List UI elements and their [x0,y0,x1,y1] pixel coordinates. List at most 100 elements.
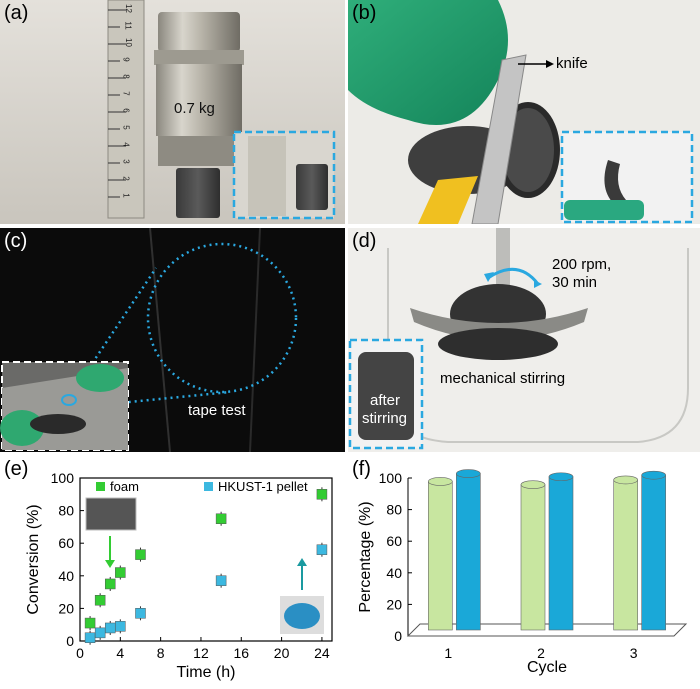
bar-top [641,470,666,480]
foam-arrow-head [105,560,115,568]
data-point [316,489,328,500]
bar-top [456,469,481,478]
panel-a-label: (a) [4,2,29,24]
y-tick-label: 100 [379,470,403,486]
x-tick-label: 3 [630,645,638,661]
panel-c-photo [0,228,345,452]
y-tick-label: 80 [58,503,74,519]
panel-d-photo [348,228,700,452]
stirring-label: mechanical stirring [440,370,566,387]
y-tick-label: 60 [58,535,74,551]
panel-c-label: (c) [4,230,28,252]
x-tick-label: 4 [116,645,124,661]
bar [520,484,546,631]
y-tick-label: 20 [386,596,402,612]
bar [456,473,481,631]
ruler-number: 3 [121,159,131,164]
bar-top [548,472,574,482]
bar-top [613,475,638,485]
data-point [94,627,106,639]
y-tick-label: 100 [51,470,75,486]
tape-test-label: tape test [188,402,246,419]
bar [548,476,574,631]
speed-label-line2: 30 min [552,274,598,291]
data-point [135,549,146,560]
y-axis-label: Percentage (%) [357,501,374,612]
data-point [94,595,106,606]
data-point [135,608,146,619]
panel-b: (b) knife [348,0,700,224]
x-tick-label: 12 [193,645,209,661]
weight-label: 0.7 kg [174,100,215,117]
y-axis-label: Conversion (%) [25,504,42,614]
x-tick-label: 8 [157,645,165,661]
panel-e-label: (e) [4,458,29,480]
pellet-arrow-head [297,558,307,566]
ruler-numbers: 12 11 10 9 8 7 6 5 4 3 2 1 [121,4,140,214]
bar [641,474,666,631]
data-point [215,513,227,524]
legend-label: foam [110,479,139,494]
x-axis-label: Time (h) [177,664,236,681]
ruler-number: 6 [121,108,131,113]
x-axis-label: Cycle [527,659,567,676]
foam-photo [85,497,137,531]
legend-marker [96,482,105,491]
data-point [104,622,116,634]
data-point [84,632,96,643]
y-tick-label: 0 [394,628,402,644]
legend-label: HKUST-1 pellet [218,479,308,494]
data-point [104,578,116,590]
ruler-number: 11 [123,21,133,30]
ruler-number: 8 [121,74,131,79]
ruler-number: 4 [121,142,131,147]
data-point [115,567,126,578]
panel-b-photo [348,0,700,224]
plot-frame [79,477,333,642]
pellet-disc [284,603,320,629]
legend-marker [204,482,213,491]
panel-f-label: (f) [352,458,371,480]
knife-label: knife [556,55,588,72]
speed-label-line1: 200 rpm, [552,256,612,273]
after-stirring-line1: after [370,392,401,409]
panel-d-label: (d) [352,230,377,252]
y-tick-label: 40 [58,568,74,584]
x-tick-label: 0 [76,645,84,661]
ruler-number: 9 [121,57,131,62]
panel-a: (a) 0.7 kg 12 11 10 9 8 7 6 5 4 3 2 1 [0,0,345,224]
after-stirring-line2: stirring [362,410,408,427]
panel-b-label: (b) [352,2,377,24]
x-tick-label: 2 [537,645,545,661]
data-point [316,544,328,555]
data-point [84,617,96,629]
x-tick-label: 20 [274,645,290,661]
y-tick-label: 0 [66,633,74,649]
panel-a-photo [0,0,345,224]
x-tick-label: 16 [233,645,249,661]
ruler-number: 1 [121,193,131,198]
data-point [115,621,126,632]
ruler-number: 7 [121,91,131,96]
bar-top [520,480,546,489]
bar [428,481,453,631]
y-tick-label: 80 [386,502,402,518]
x-tick-label: 1 [444,645,452,661]
y-tick-label: 40 [386,565,402,581]
bar [613,479,638,631]
x-tick-label: 24 [314,645,330,661]
ruler-ticks [108,9,126,198]
y-tick-label: 60 [386,533,402,549]
bar-top [428,477,453,486]
panel-d: (d) 200 rpm, 30 min mechanical stirring … [348,228,700,452]
ruler-number: 10 [123,38,133,47]
ruler-number: 5 [121,125,131,130]
ruler-number: 12 [123,4,133,13]
data-point [215,575,227,586]
panel-c: (c) tape test [0,228,345,452]
ruler-number: 2 [121,176,131,181]
